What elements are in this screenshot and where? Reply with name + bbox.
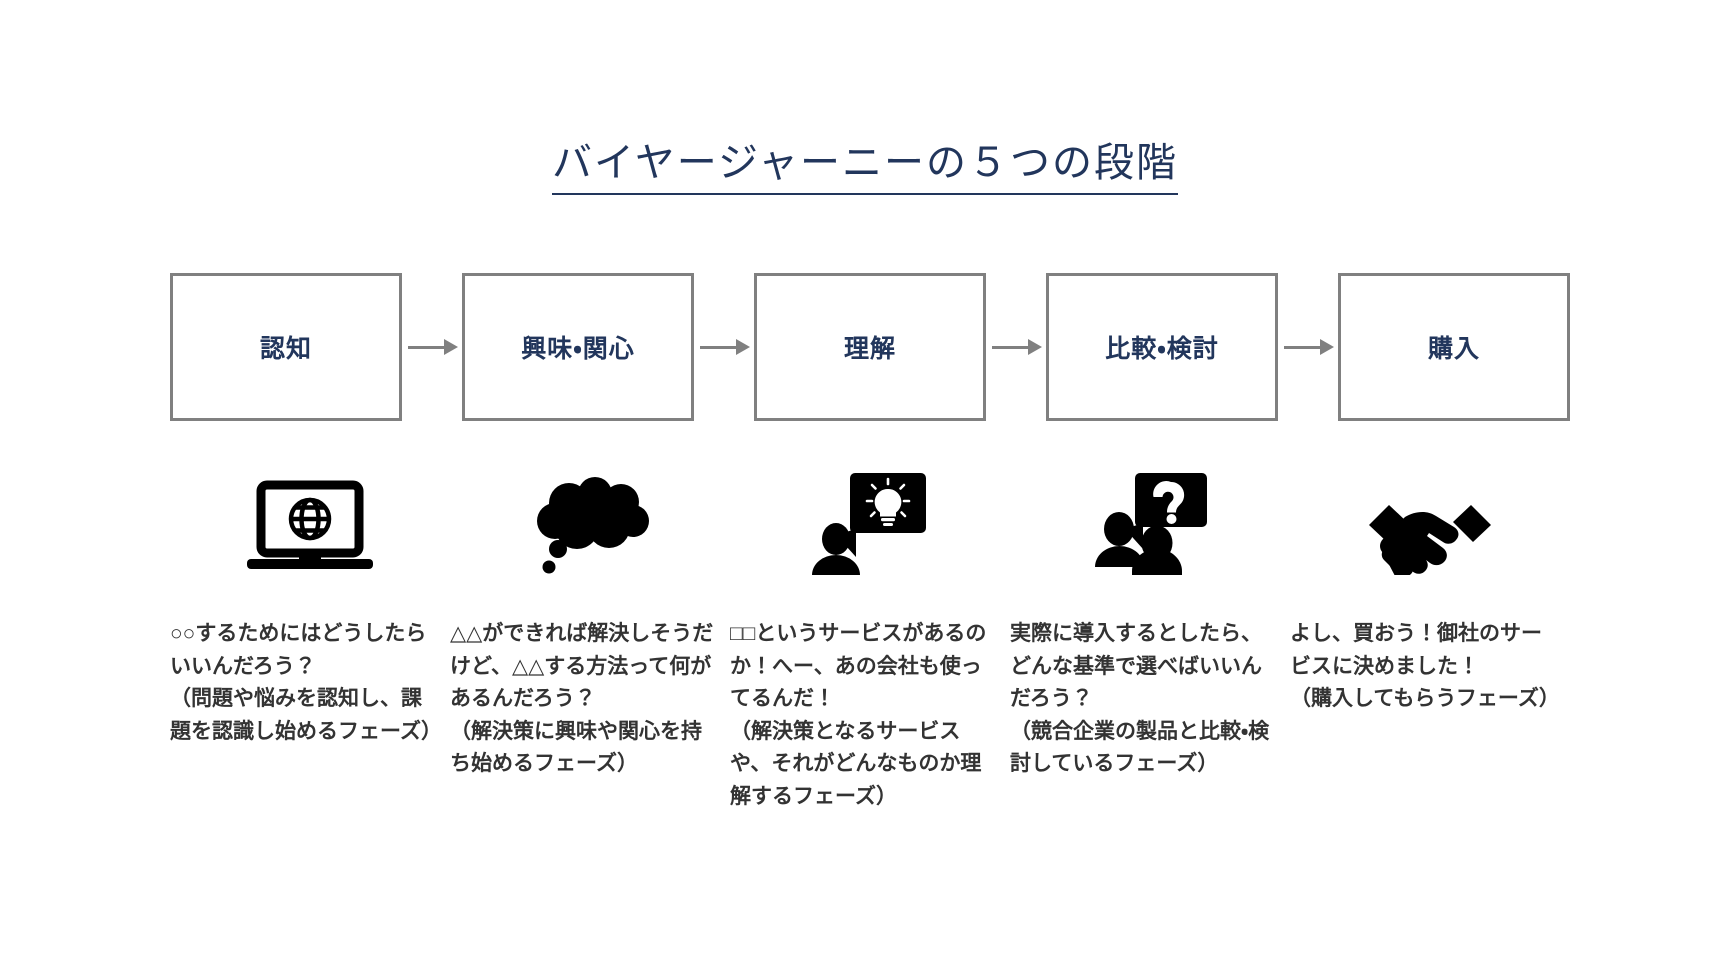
stage-box-comparison[interactable]: 比較・検討 [1046,273,1278,421]
stage-flow-row: 認知 興味・関心 理解 比較・検討 購入 [170,272,1570,422]
arrow-shaft [700,345,738,349]
thought-cloud-icon [537,477,649,574]
arrow-3-icon [986,337,1046,357]
arrow-shaft [992,345,1030,349]
stage-box-understanding[interactable]: 理解 [754,273,986,421]
stage-box-label: 認知 [259,335,312,363]
caption-cell-understanding: □□というサービスがあるのか！へー、あの会社も使ってるんだ！ （解決策となるサー… [730,618,1010,813]
laptop-globe-icon [247,480,373,569]
caption-text: △△ができれば解決しそうだけど、△△する方法って何があるんだろう？ （解決策に興… [450,622,714,776]
person-lightbulb-bubble-icon [812,473,926,575]
two-people-question-bubble-icon [1095,473,1207,575]
icon-cell-awareness [170,455,450,575]
arrow-2-icon [694,337,754,357]
icon-cell-interest [450,455,730,575]
handshake-icon [1369,505,1491,575]
arrow-head [1028,339,1042,355]
icon-row [170,455,1570,575]
caption-cell-awareness: ○○するためにはどうしたらいいんだろう？ （問題や悩みを認知し、課題を認識し始め… [170,618,450,813]
arrow-shaft [408,345,446,349]
arrow-head [1320,339,1334,355]
icon-cell-purchase [1290,455,1570,575]
stage-box-purchase[interactable]: 購入 [1338,273,1570,421]
stage-box-label: 興味・関心 [521,335,635,363]
page-title: バイヤージャーニーの５つの段階 [552,139,1178,195]
stage-box-interest[interactable]: 興味・関心 [462,273,694,421]
arrow-head [736,339,750,355]
arrow-shaft [1284,345,1322,349]
caption-row: ○○するためにはどうしたらいいんだろう？ （問題や悩みを認知し、課題を認識し始め… [170,618,1570,813]
caption-text: □□というサービスがあるのか！へー、あの会社も使ってるんだ！ （解決策となるサー… [730,622,987,808]
arrow-head [444,339,458,355]
caption-cell-interest: △△ができれば解決しそうだけど、△△する方法って何があるんだろう？ （解決策に興… [450,618,730,813]
icon-cell-comparison [1010,455,1290,575]
icon-cell-understanding [730,455,1010,575]
stage-box-label: 理解 [843,335,896,363]
arrow-4-icon [1278,337,1338,357]
caption-cell-purchase: よし、買おう！御社のサービスに決めました！ （購入してもらうフェーズ） [1290,618,1570,813]
page-title-container: バイヤージャーニーの５つの段階 [0,112,1730,222]
stage-box-label: 比較・検討 [1105,335,1219,363]
caption-cell-comparison: 実際に導入するとしたら、どんな基準で選べばいいんだろう？ （競合企業の製品と比較… [1010,618,1290,813]
stage-box-label: 購入 [1427,335,1480,363]
caption-text: 実際に導入するとしたら、どんな基準で選べばいいんだろう？ （競合企業の製品と比較… [1010,622,1270,776]
caption-text: ○○するためにはどうしたらいいんだろう？ （問題や悩みを認知し、課題を認識し始め… [170,622,442,743]
arrow-1-icon [402,337,462,357]
caption-text: よし、買おう！御社のサービスに決めました！ （購入してもらうフェーズ） [1290,622,1560,711]
stage-box-awareness[interactable]: 認知 [170,273,402,421]
